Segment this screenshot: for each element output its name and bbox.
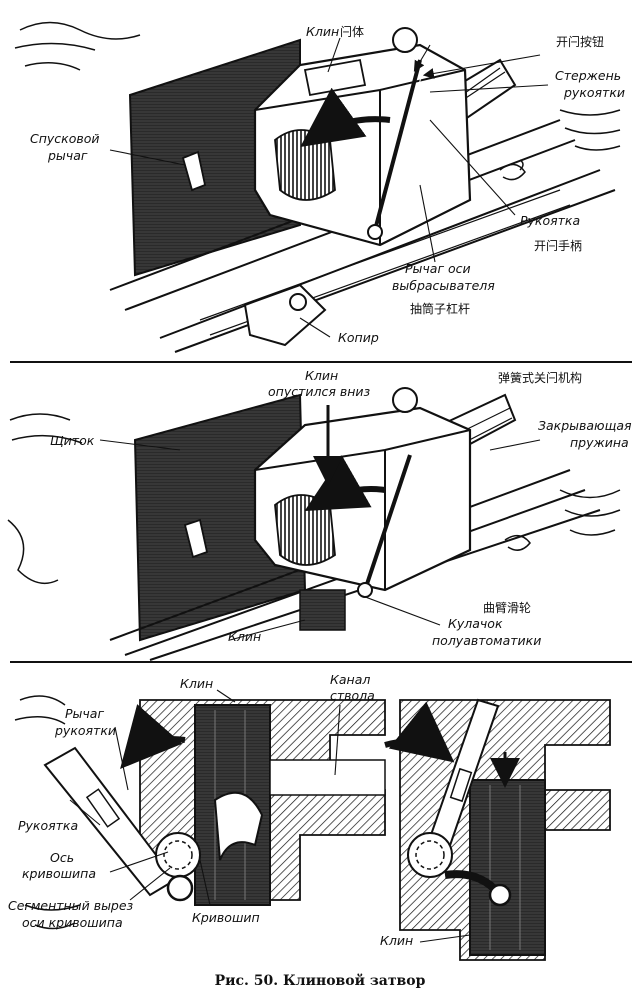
label-wedge-top: Клин	[180, 676, 213, 691]
label-shield: Щиток	[50, 433, 95, 448]
shield-panel-1	[128, 38, 301, 277]
label-closing-spring-2: пружина	[570, 435, 629, 450]
label-handle-rod-2: рукоятки	[563, 85, 625, 100]
label-trigger-lever-2: рычаг	[47, 148, 88, 163]
label-ejector-lever-1: Рычаг оси	[405, 261, 471, 276]
label-wedge-2: Клин	[228, 629, 261, 644]
panel-3-sections: Клин Канал ствола Рычаг рукоятки Рукоятк…	[8, 672, 611, 961]
label-trigger-lever-1: Спусковой	[30, 131, 100, 146]
label-wedge-down-2: опустился вниз	[268, 384, 371, 399]
label-cam-1: Кулачок	[448, 616, 503, 631]
label-crank-axis-1: Ось	[50, 850, 74, 865]
label-wedge-cn: 闩体	[340, 24, 364, 39]
label-copier: Копир	[338, 330, 379, 345]
bore-opening-2	[274, 494, 336, 566]
wedge-block-right	[469, 779, 546, 956]
label-bore-1: Канал	[330, 672, 370, 687]
label-wedge-down-1: Клин	[305, 368, 338, 383]
label-cam-2: полуавтоматики	[432, 633, 541, 648]
label-open-button-cn: 开闩按钮	[556, 34, 604, 49]
lowered-wedge	[299, 589, 346, 631]
label-segment-cut-1: Сегментный вырез	[8, 898, 134, 913]
label-segment-cut-2: оси кривошипа	[22, 915, 123, 930]
label-wedge: Клин	[306, 24, 339, 39]
label-crank: Кривошип	[192, 910, 260, 925]
copier-1	[243, 283, 327, 347]
label-handle-3: Рукоятка	[18, 818, 78, 833]
label-closing-spring-1: Закрывающая	[538, 418, 632, 433]
panel-2-wedge-lowered: Клин опустился вниз 弹簧式关闩机构 Щиток Закрыв…	[7, 368, 632, 661]
bore-opening-1	[274, 129, 336, 201]
figure-caption: Рис. 50. Клиновой затвор	[215, 972, 426, 989]
label-wedge-bottom: Клин	[380, 933, 413, 948]
label-ejector-lever-cn: 抽筒子杠杆	[410, 301, 470, 316]
label-bore-2: ствола	[330, 688, 375, 703]
label-handle-lever-2: рукоятки	[54, 723, 116, 738]
label-ejector-lever-2: выбрасывателя	[392, 278, 495, 293]
label-handle: Рукоятка	[520, 213, 580, 228]
label-handle-rod-1: Стержень	[555, 68, 621, 83]
panel-1-breech-opening: Клин 闩体 Спусковой рычаг 开闩按钮 Стержень ру…	[14, 21, 625, 353]
label-crank-axis-2: кривошипа	[22, 866, 96, 881]
label-crank-roller-cn: 曲臂滑轮	[483, 601, 531, 615]
label-spring-mech-cn: 弹簧式关闩机构	[498, 370, 582, 385]
label-handle-cn: 开闩手柄	[534, 238, 582, 253]
label-handle-lever-1: Рычаг	[65, 706, 104, 721]
